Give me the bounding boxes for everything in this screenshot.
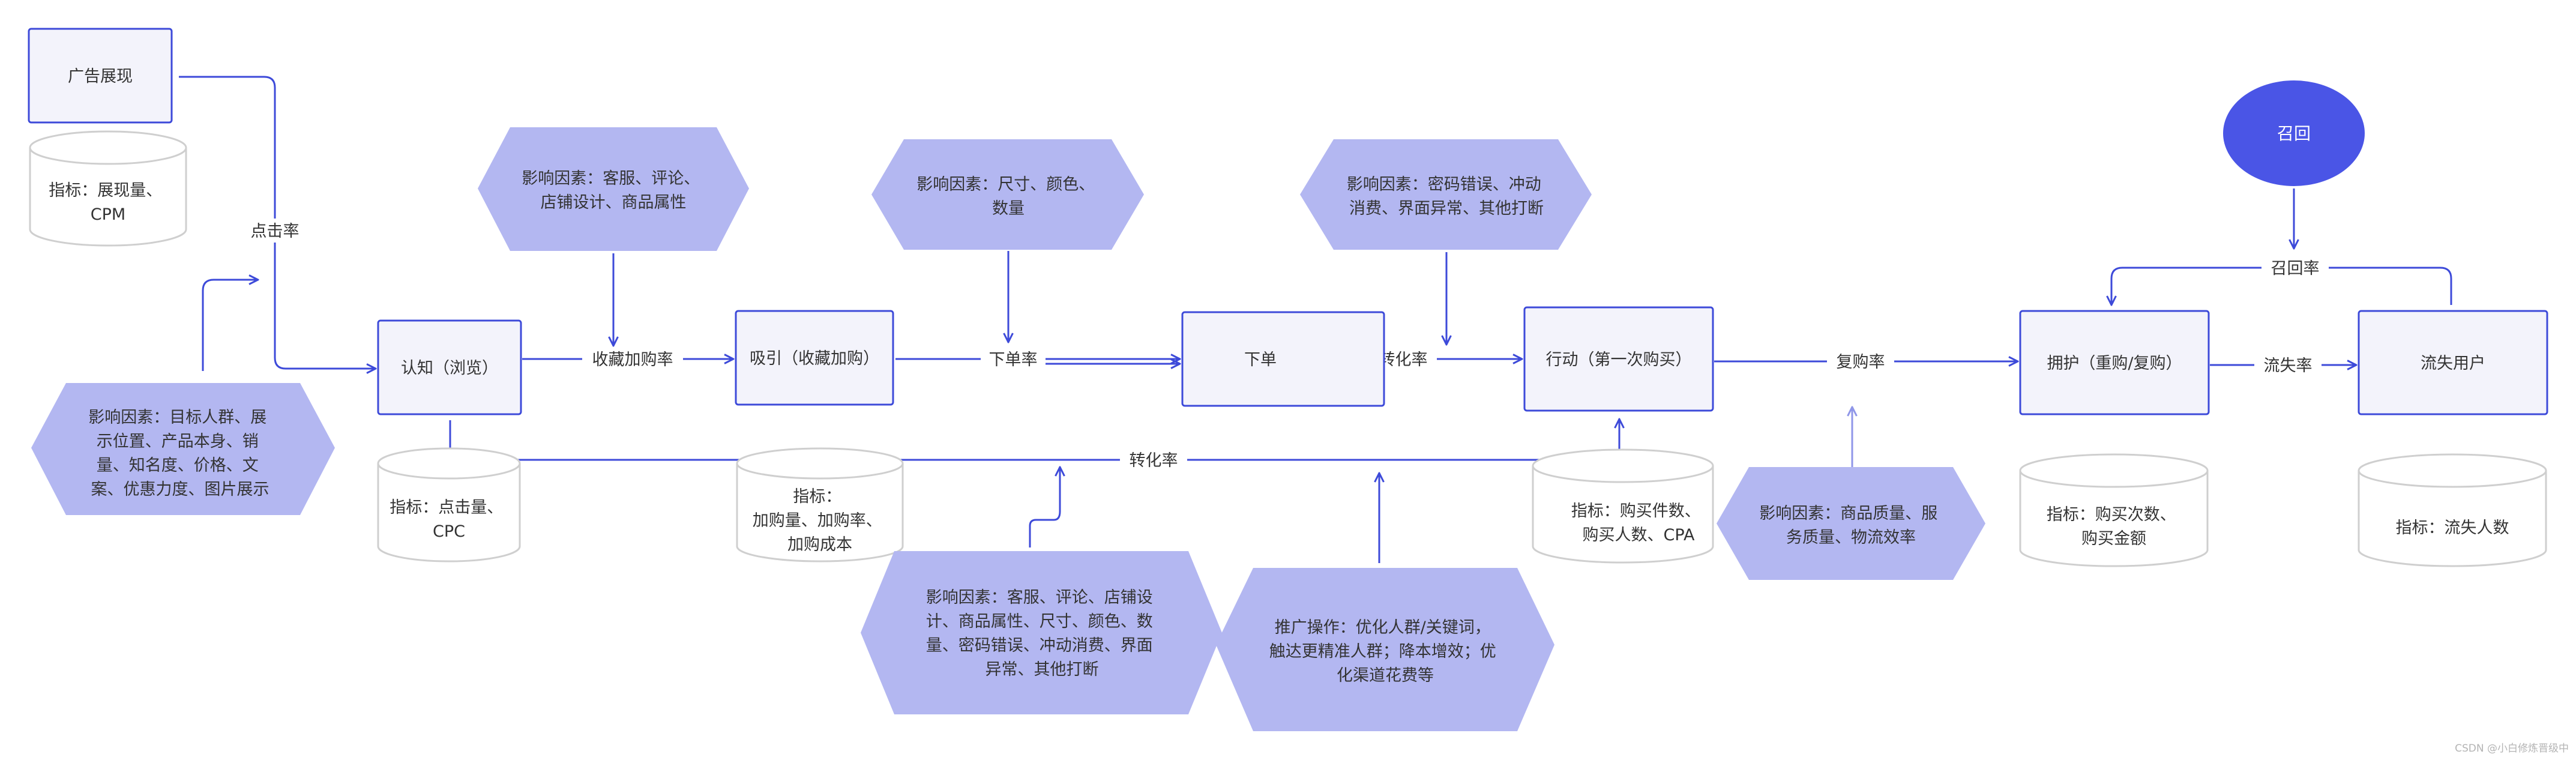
hex-promotion-text: 推广操作：优化人群/关键词， 触达更精准人群；降本增效；优 化渠道花费等	[1269, 618, 1502, 685]
recall-circle	[2223, 80, 2365, 186]
hex-factors-repurchase	[1717, 467, 1985, 580]
hex-promotion	[1216, 568, 1554, 731]
box-support	[2019, 310, 2210, 415]
recall-circle-label: 召回	[2277, 124, 2311, 143]
watermark: CSDN @小白修炼晋级中	[2455, 743, 2569, 755]
box-ad-display	[28, 28, 173, 124]
hex-factors-conversion	[1300, 139, 1592, 250]
edge-labels: 点击率 收藏加购率 下单率 转化率 复购率 流失率 召回率 转化率	[242, 219, 2329, 472]
box-ad-display-label: 广告展现	[68, 67, 133, 86]
factor-hexagons	[31, 127, 1985, 731]
box-attract-label: 吸引（收藏加购）	[750, 349, 879, 368]
box-churn-user	[2358, 310, 2548, 415]
box-support-label: 拥护（重购/复购）	[2047, 354, 2182, 373]
box-order	[1181, 311, 1385, 407]
box-cognition	[377, 319, 522, 415]
box-attract	[735, 310, 894, 406]
metric-cylinders	[29, 130, 2547, 567]
edge-cognition-to-action-bottom	[449, 419, 1619, 461]
box-action	[1523, 306, 1714, 412]
box-churn-user-label: 流失用户	[2421, 354, 2485, 373]
box-action-label: 行动（第一次购买）	[1546, 351, 1692, 369]
cylinder-action-metric	[1532, 448, 1714, 564]
hex-factors-order-text: 影响因素：尺寸、颜色、 数量	[916, 175, 1100, 218]
hex-factors-left-text: 影响因素：目标人群、展 示位置、产品本身、销 量、知名度、价格、文 案、优惠力度…	[88, 408, 272, 499]
cylinder-cognition-metric	[377, 447, 521, 562]
hex-factors-repurchase-text: 影响因素：商品质量、服 务质量、物流效率	[1759, 504, 1943, 547]
hex-factors-collect-text: 影响因素：客服、评论、 店铺设计、商品属性	[522, 169, 705, 212]
label-churn-rate: 流失率	[2264, 357, 2313, 375]
cylinder-ad-metric	[29, 130, 187, 247]
hex-factors-conversion-text: 影响因素：密码错误、冲动 消费、界面异常、其他打断	[1347, 175, 1547, 218]
cylinder-support-metric	[2019, 453, 2209, 567]
edge-left-factors-up	[202, 280, 258, 371]
hex-factors-bottom	[861, 551, 1222, 714]
cylinder-action-metric-text: 指标：购买件数、 购买人数、CPA	[1571, 502, 1706, 544]
factor-texts: 影响因素：目标人群、展 示位置、产品本身、销 量、知名度、价格、文 案、优惠力度…	[88, 169, 1943, 685]
cylinder-attract-metric-text: 指标： 加购量、加购率、 加购成本	[753, 487, 888, 554]
label-collect-rate: 收藏加购率	[592, 351, 673, 369]
label-order-rate: 下单率	[989, 351, 1038, 369]
cylinder-cognition-metric-text: 指标：点击量、 CPC	[390, 498, 508, 541]
metric-texts: 指标：展现量、 CPM 指标：点击量、 CPC 指标： 加购量、加购率、 加购成…	[49, 181, 2509, 554]
cylinder-churn-metric	[2358, 453, 2547, 567]
label-conversion-rate: 转化率	[1379, 351, 1428, 369]
box-cognition-label: 认知（浏览）	[401, 359, 498, 378]
label-click-rate: 点击率	[251, 222, 299, 241]
box-order-label: 下单	[1244, 351, 1277, 369]
cylinder-attract-metric	[736, 447, 904, 562]
hex-factors-bottom-text: 影响因素：客服、评论、店铺设 计、商品属性、尺寸、颜色、数 量、密码错误、冲动消…	[926, 588, 1158, 679]
label-repurchase-rate: 复购率	[1837, 353, 1885, 372]
label-conversion-rate-bottom: 转化率	[1130, 451, 1178, 470]
label-recall-rate: 召回率	[2271, 259, 2320, 278]
process-boxes: 广告展现 认知（浏览） 吸引（收藏加购） 下单 行动（第一次购买） 拥护（重购/…	[28, 28, 2548, 415]
edge-bottom-factors-up	[1029, 467, 1060, 547]
cylinder-ad-metric-text: 指标：展现量、 CPM	[49, 181, 167, 224]
cylinder-support-metric-text: 指标：购买次数、 购买金额	[2047, 505, 2182, 548]
hex-factors-collect	[478, 127, 749, 251]
hex-factors-left	[31, 383, 335, 515]
cylinder-churn-metric-text: 指标：流失人数	[2396, 519, 2509, 537]
hex-factors-order	[871, 139, 1144, 250]
